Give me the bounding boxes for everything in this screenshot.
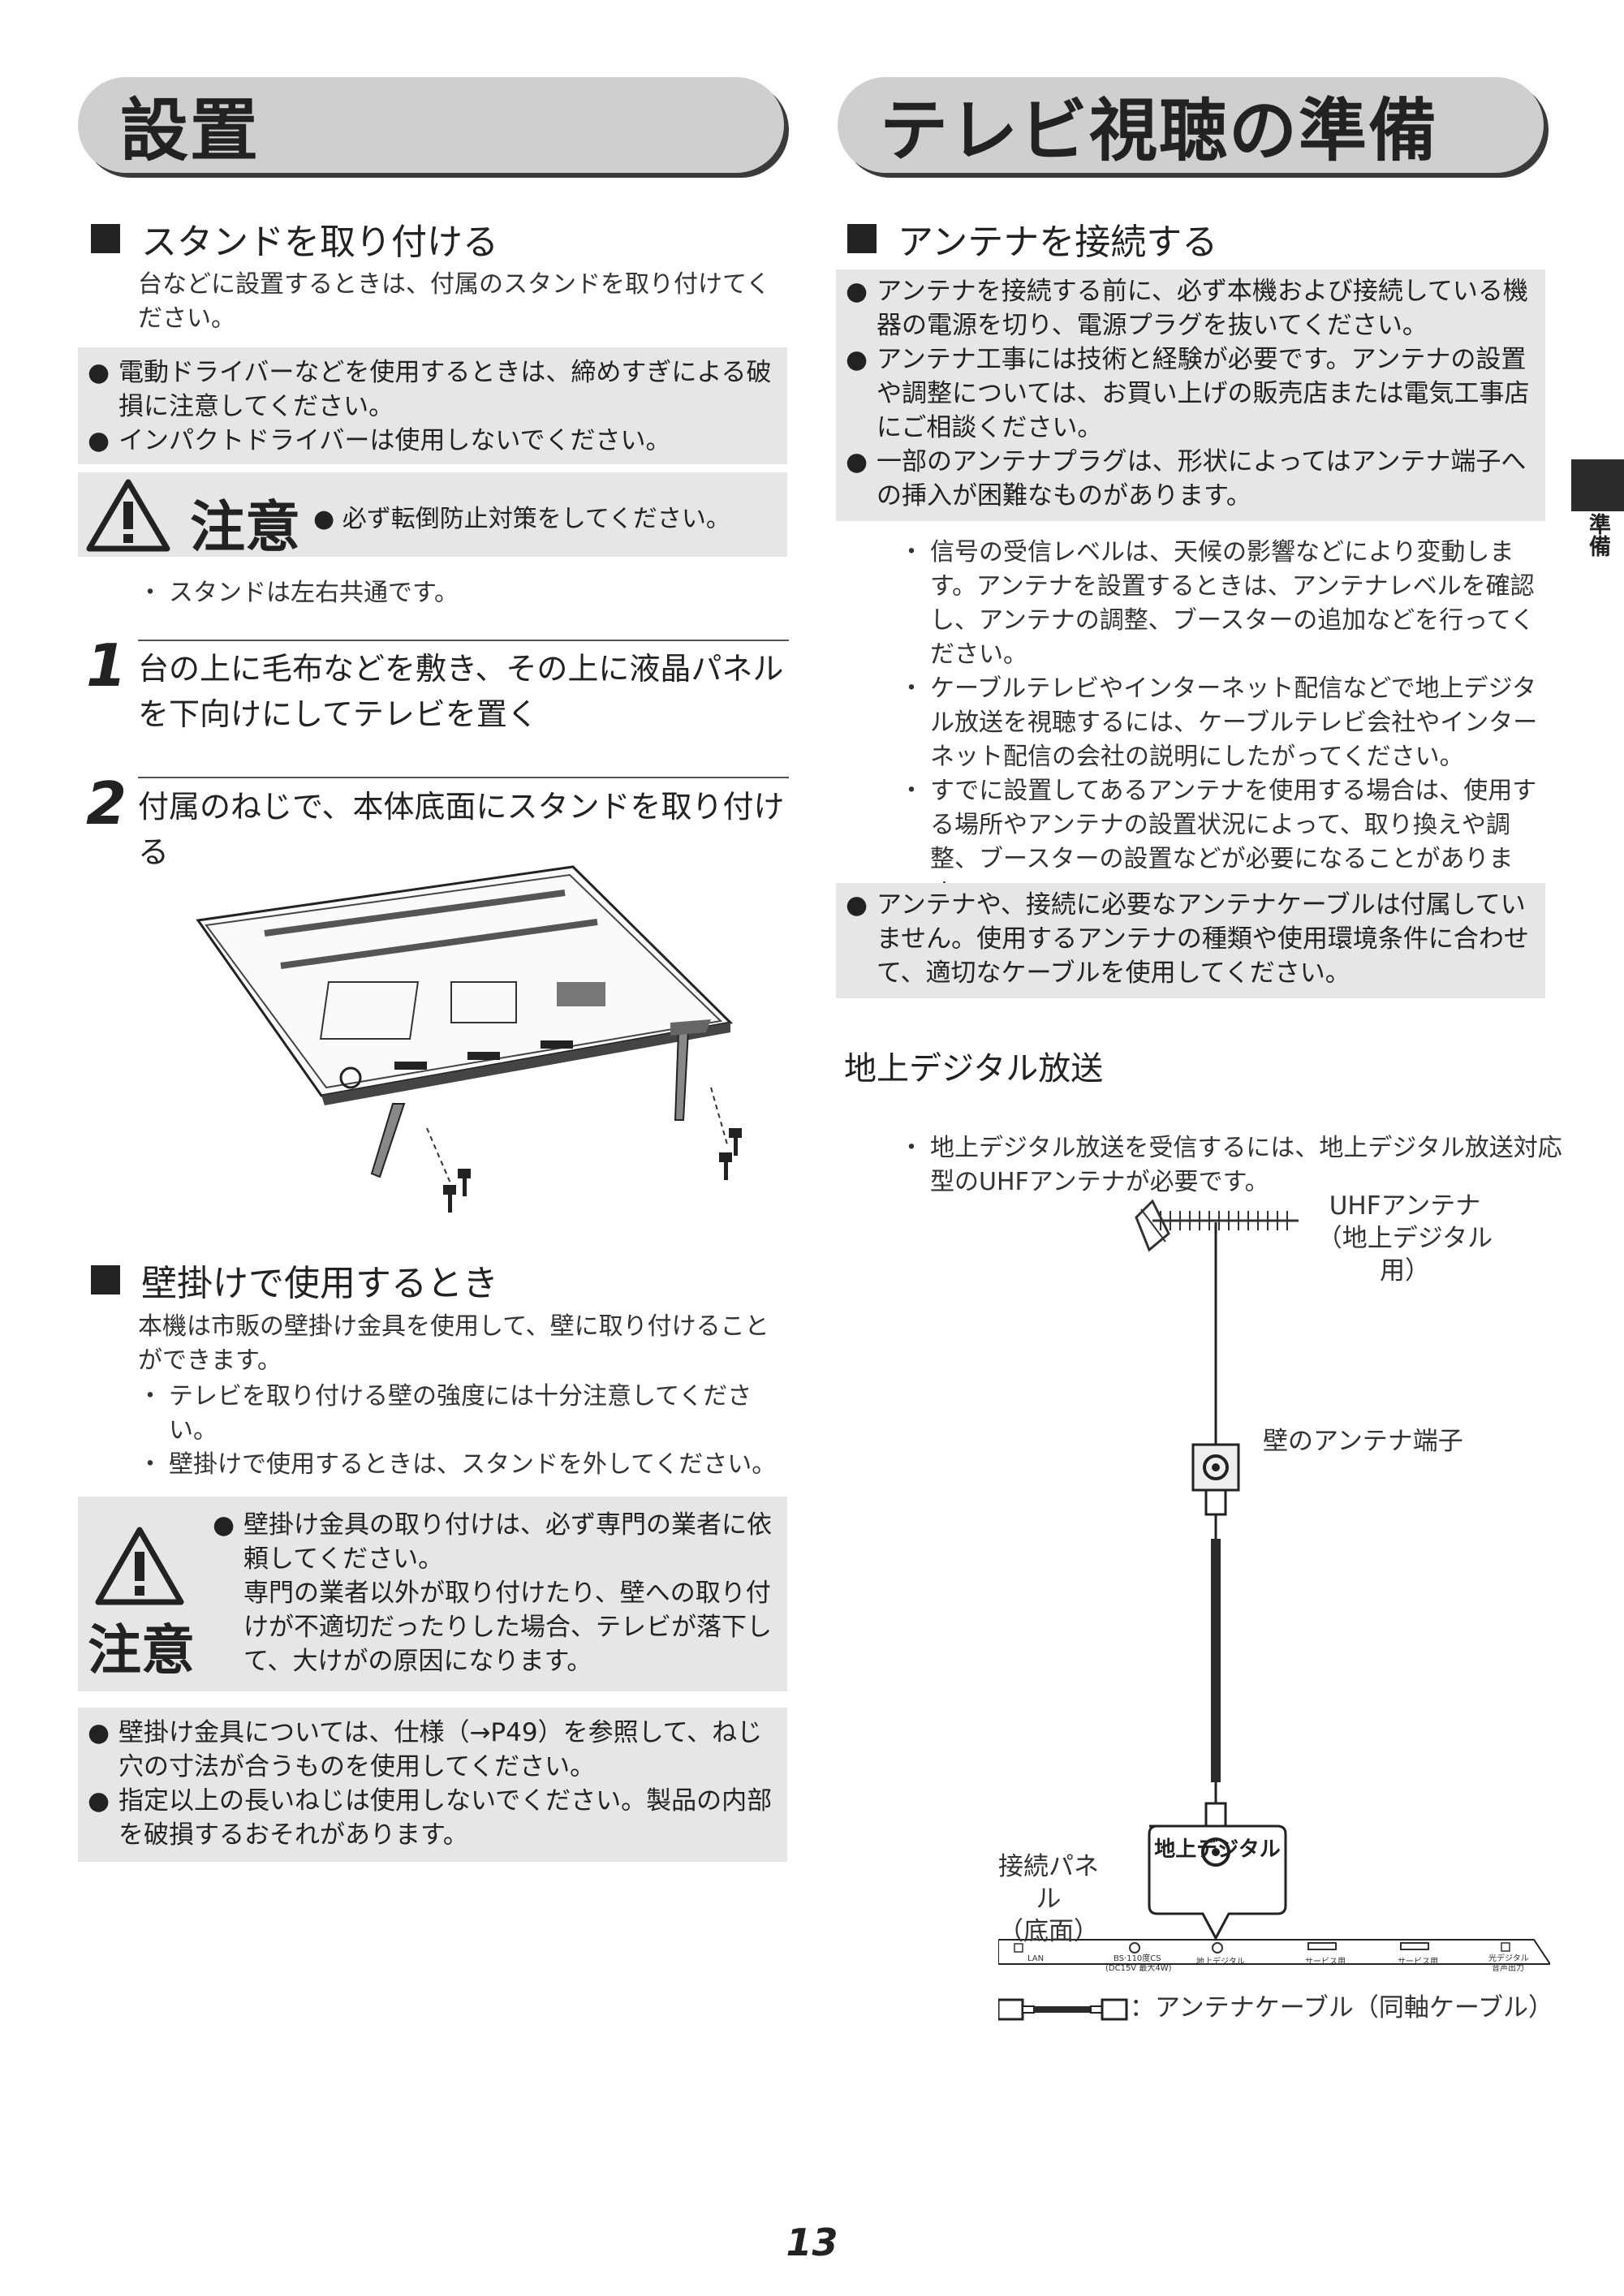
tv-stand-illustration bbox=[196, 865, 742, 1213]
warning-triangle-icon bbox=[86, 479, 170, 552]
caution-detail: 専門の業者以外が取り付けたり、壁への取り付けが不適切だったりした場合、テレビが落… bbox=[243, 1579, 772, 1676]
step-number: 1 bbox=[86, 631, 127, 700]
antenna-bottom-notes-box: アンテナや、接続に必要なアンテナケーブルは付属していません。使用するアンテナの種… bbox=[836, 883, 1545, 998]
caution-label: 注意 bbox=[190, 496, 301, 560]
wall-jack-icon bbox=[1191, 1443, 1240, 1492]
wall-heading: 壁掛けで使用するとき bbox=[91, 1254, 498, 1306]
note-item: アンテナや、接続に必要なアンテナケーブルは付属していません。使用するアンテナの種… bbox=[846, 888, 1536, 990]
stand-notes-box: 電動ドライバーなどを使用するときは、締めすぎによる破損に注意してください。 イン… bbox=[78, 347, 787, 464]
port-label-bs-cs-power: (DC15V 最大4W) bbox=[1105, 1964, 1172, 1973]
cable-legend-icon bbox=[998, 1998, 1128, 2021]
panel-port-labels: LAN BS·110度CS (DC15V 最大4W) 地上デジタル サービス用 … bbox=[998, 1951, 1550, 1975]
cable-legend-text: ：アンテナケーブル（同軸ケーブル） bbox=[1130, 1993, 1554, 2022]
port-label-bs-cs: BS·110度CS bbox=[1114, 1954, 1161, 1963]
bullet-item: すでに設置してあるアンテナを使用する場合は、使用する場所やアンテナの設置状況によ… bbox=[899, 774, 1549, 911]
note-item: 電動ドライバーなどを使用するときは、締めすぎによる破損に注意してください。 bbox=[88, 355, 778, 424]
note-item: インパクトドライバーは使用しないでください。 bbox=[88, 424, 778, 458]
step-text: 台の上に毛布などを敷き、その上に液晶パネルを下向けにしてテレビを置く bbox=[138, 651, 784, 732]
coax-cable-icon bbox=[1204, 1488, 1227, 1828]
terrestrial-input-callout bbox=[1148, 1824, 1287, 1941]
bullet-item: テレビを取り付ける壁の強度には十分注意してください。 bbox=[138, 1380, 787, 1448]
stand-sub-note: スタンドは左右共通です。 bbox=[138, 576, 802, 610]
note-item: アンテナを接続する前に、必ず本機および接続している機器の電源を切り、電源プラグを… bbox=[846, 274, 1536, 342]
square-bullet-icon bbox=[847, 224, 877, 253]
antenna-heading: アンテナを接続する bbox=[847, 213, 1217, 265]
port-label-optical: 光デジタル bbox=[1488, 1954, 1529, 1963]
square-bullet-icon bbox=[91, 224, 120, 253]
step-divider bbox=[138, 640, 789, 641]
side-tab-label: 準備 bbox=[1585, 513, 1610, 557]
warning-triangle-icon bbox=[95, 1527, 184, 1605]
bullet-item: 信号の受信レベルは、天候の影響などにより変動します。アンテナを設置するときは、ア… bbox=[899, 536, 1549, 672]
stand-heading: スタンドを取り付ける bbox=[91, 213, 498, 265]
port-label-lan: LAN bbox=[1027, 1954, 1045, 1963]
stand-caution-box: 注意 ● 必ず転倒防止対策をしてください。 bbox=[78, 472, 787, 560]
section-title-installation: 設置 bbox=[78, 77, 784, 173]
port-label-terrestrial: 地上デジタル bbox=[1196, 1958, 1245, 1966]
terrestrial-input-label: 地上デジタル bbox=[1154, 1837, 1281, 1862]
connection-panel bbox=[998, 1939, 1550, 1965]
note-item: 壁掛け金具については、仕様（→P49）を参照して、ねじ穴の寸法が合うものを使用し… bbox=[88, 1716, 778, 1784]
step-number: 2 bbox=[86, 769, 127, 838]
section-title-tv-preparation: テレビ視聴の準備 bbox=[838, 77, 1544, 173]
stand-intro: 台などに設置するときは、付属のスタンドを取り付けてください。 bbox=[138, 270, 771, 333]
page-number: 13 bbox=[786, 2221, 838, 2264]
uhf-antenna-icon bbox=[1135, 1199, 1299, 1252]
terrestrial-bullet: 地上デジタル放送を受信するには、地上デジタル放送対応型のUHFアンテナが必要です… bbox=[899, 1131, 1579, 1200]
note-item: アンテナ工事には技術と経験が必要です。アンテナの設置や調整については、お買い上げ… bbox=[846, 342, 1536, 445]
bullet-item: 壁掛けで使用するときは、スタンドを外してください。 bbox=[138, 1448, 787, 1482]
step-divider bbox=[138, 777, 789, 778]
note-item: 一部のアンテナプラグは、形状によってはアンテナ端子への挿入が困難なものがあります… bbox=[846, 445, 1536, 513]
port-label-service-1: サービス用 bbox=[1305, 1958, 1346, 1966]
bullet-item: ケーブルテレビやインターネット配信などで地上デジタル放送を視聴するには、ケーブル… bbox=[899, 672, 1549, 774]
wall-jack-label: 壁のアンテナ端子 bbox=[1263, 1427, 1463, 1456]
port-label-audio-out: 音声出力 bbox=[1492, 1964, 1524, 1973]
caution-label: 注意 bbox=[88, 1619, 195, 1682]
antenna-connection-diagram bbox=[998, 1199, 1550, 2021]
square-bullet-icon bbox=[91, 1265, 120, 1294]
panel-label: 接続パネル （底面） bbox=[998, 1852, 1099, 1946]
antenna-label: UHFアンテナ （地上デジタル用） bbox=[1316, 1191, 1493, 1286]
antenna-bullets: 信号の受信レベルは、天候の影響などにより変動します。アンテナを設置するときは、ア… bbox=[899, 536, 1549, 911]
wall-intro: 本機は市販の壁掛け金具を使用して、壁に取り付けることができます。 bbox=[138, 1312, 769, 1375]
step-text: 付属のねじで、本体底面にスタンドを取り付ける bbox=[138, 789, 785, 870]
caution-item: 壁掛け金具の取り付けは、必ず専門の業者に依頼してください。 bbox=[213, 1508, 773, 1576]
wall-bullets: テレビを取り付ける壁の強度には十分注意してください。 壁掛けで使用するときは、ス… bbox=[138, 1380, 787, 1482]
wall-notes-box: 壁掛け金具については、仕様（→P49）を参照して、ねじ穴の寸法が合うものを使用し… bbox=[78, 1708, 787, 1862]
terrestrial-heading: 地上デジタル放送 bbox=[844, 1050, 1104, 1088]
side-tab-marker bbox=[1571, 459, 1624, 511]
port-label-service-2: サービス用 bbox=[1398, 1958, 1438, 1966]
note-item: 指定以上の長いねじは使用しないでください。製品の内部を破損するおそれがあります。 bbox=[88, 1784, 778, 1852]
caution-text: ● 必ず転倒防止対策をしてください。 bbox=[313, 505, 730, 533]
antenna-notes-box: アンテナを接続する前に、必ず本機および接続している機器の電源を切り、電源プラグを… bbox=[836, 269, 1545, 521]
wall-caution-box: 注意 壁掛け金具の取り付けは、必ず専門の業者に依頼してください。 専門の業者以外… bbox=[78, 1497, 787, 1691]
